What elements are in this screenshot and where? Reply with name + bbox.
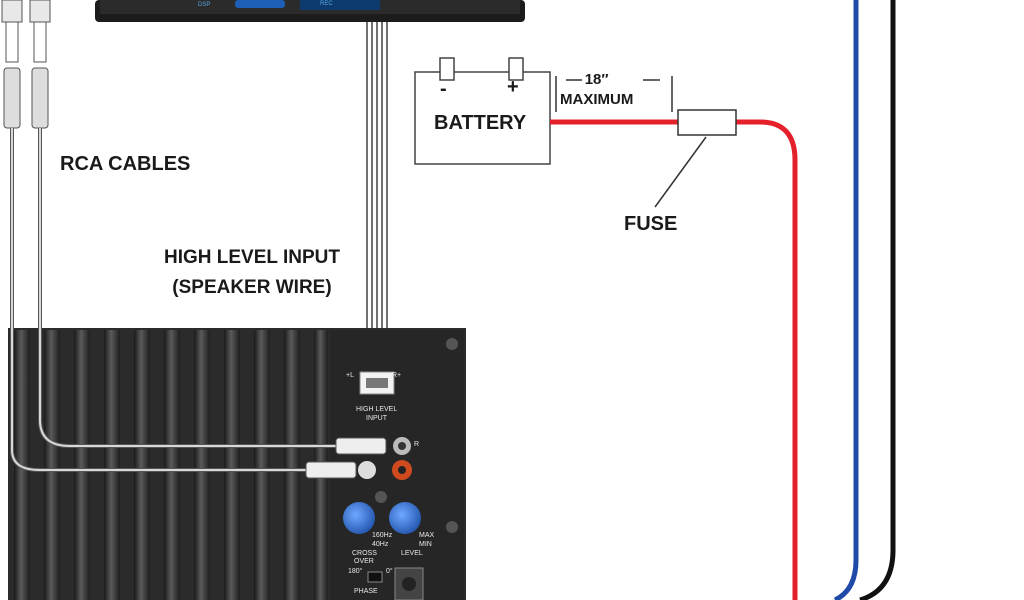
high-level-input-line: HIGH LEVEL INPUT (164, 247, 340, 268)
phase-label: PHASE (354, 588, 378, 595)
length-value: 18″ (584, 71, 609, 88)
level-min-label: MIN (419, 541, 432, 548)
high-level-input-label: HIGH LEVEL INPUT (SPEAKER WIRE) (164, 243, 340, 303)
speaker-wire-line: (SPEAKER WIRE) (172, 277, 332, 298)
phase-180-label: 180° (348, 568, 363, 575)
rca-cables-label: RCA CABLES (60, 153, 191, 175)
crossover-line1: CROSS (352, 550, 377, 557)
ground-wire (859, 0, 896, 600)
battery (414, 57, 551, 165)
crossover-line2: OVER (354, 558, 374, 565)
crossover-40-label: 40Hz (372, 541, 389, 548)
high-level-panel-label: HIGH LEVEL (356, 406, 398, 413)
level-max-label: MAX (419, 532, 435, 539)
power-wire (550, 119, 798, 600)
battery-label: BATTERY (434, 112, 527, 134)
crossover-160-label: 160Hz (372, 532, 393, 539)
screw-icon (446, 521, 458, 533)
screw-icon (446, 338, 458, 350)
subwoofer-amplifier (8, 328, 466, 600)
head-unit (95, 0, 525, 22)
level-knob[interactable] (389, 502, 421, 534)
rca-jack-left[interactable] (358, 461, 376, 479)
remote-wire (833, 0, 859, 600)
left-plus-label: +L (346, 372, 354, 379)
crossover-knob[interactable] (343, 502, 375, 534)
rca-r-label: R (414, 441, 420, 448)
level-label: LEVEL (401, 550, 423, 557)
battery-plus-label: + (507, 76, 519, 98)
speaker-wire-bundle (366, 22, 388, 376)
right-plus-label: R+ (392, 372, 402, 379)
head-unit-button-label: DSP (198, 2, 211, 8)
fuse-label: FUSE (624, 213, 678, 235)
fuse-callout-line (654, 136, 707, 208)
maximum-text: MAXIMUM (560, 91, 634, 108)
power-terminal (394, 567, 424, 600)
input-panel-label: INPUT (366, 415, 387, 422)
phase-switch[interactable] (367, 571, 383, 583)
length-max-label: 18″ MAXIMUM (560, 70, 633, 110)
head-unit-screen-label: REC (320, 1, 333, 7)
battery-minus-label: - (440, 78, 447, 100)
rca-cables (1, 0, 387, 479)
fuse-holder (677, 109, 737, 136)
phase-0-label: 0° (386, 568, 393, 575)
